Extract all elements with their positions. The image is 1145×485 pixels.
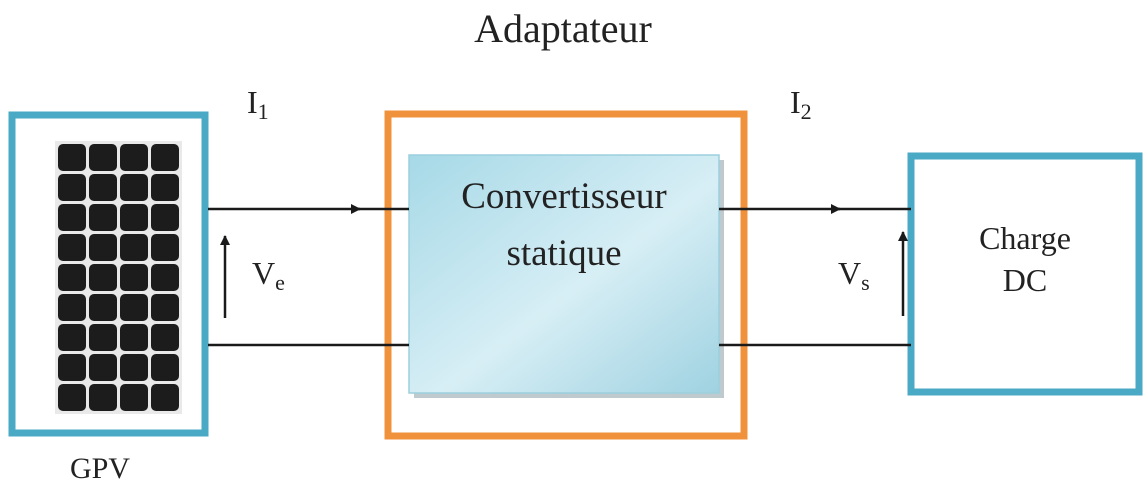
output-current-main: I [790,84,801,120]
solar-cell [58,324,86,351]
input-voltage-label: Ve [252,255,285,295]
solar-cell [120,354,148,381]
input-current-main: I [247,84,258,120]
output-voltage-main: V [838,255,861,291]
solar-cell [151,204,179,231]
source-label: GPV [70,452,130,485]
output-current-sub: 2 [801,99,812,124]
solar-cell [151,174,179,201]
solar-cell [89,294,117,321]
input-current-sub: 1 [258,99,269,124]
solar-panel-icon [55,141,182,414]
solar-cell [151,264,179,291]
adapter-title: Adaptateur [474,6,652,51]
solar-cell [58,384,86,411]
solar-cell [120,264,148,291]
solar-cell [58,294,86,321]
output-voltage-label: Vs [838,255,870,295]
output-current-label: I2 [790,84,812,124]
converter-block [408,154,720,394]
solar-cell [120,144,148,171]
input-voltage-main: V [252,255,275,291]
load-frame [907,152,1143,396]
input-current-label: I1 [247,84,269,124]
solar-cell [58,234,86,261]
load-label-line1: Charge [979,220,1071,256]
solar-cell [151,324,179,351]
solar-cell [58,144,86,171]
solar-cell [120,324,148,351]
solar-cell [58,354,86,381]
solar-cell [89,174,117,201]
solar-cell [120,234,148,261]
converter-label-line2: statique [506,233,621,274]
output-voltage-sub: s [861,270,870,295]
solar-cell [58,204,86,231]
solar-cell [120,294,148,321]
solar-cell [151,234,179,261]
solar-cell [151,144,179,171]
solar-cell [151,354,179,381]
solar-cell [151,294,179,321]
solar-cell [151,384,179,411]
solar-cell [89,384,117,411]
solar-cell [120,384,148,411]
solar-cell [89,144,117,171]
solar-cell [89,204,117,231]
solar-cell [89,264,117,291]
input-voltage-sub: e [275,270,285,295]
solar-cell [89,234,117,261]
solar-cell [120,174,148,201]
load-label-line2: DC [1003,262,1047,298]
solar-cell [58,264,86,291]
converter-label-line1: Convertisseur [461,176,667,217]
solar-cell [120,204,148,231]
solar-cell [89,324,117,351]
solar-cell [58,174,86,201]
solar-cell [89,354,117,381]
